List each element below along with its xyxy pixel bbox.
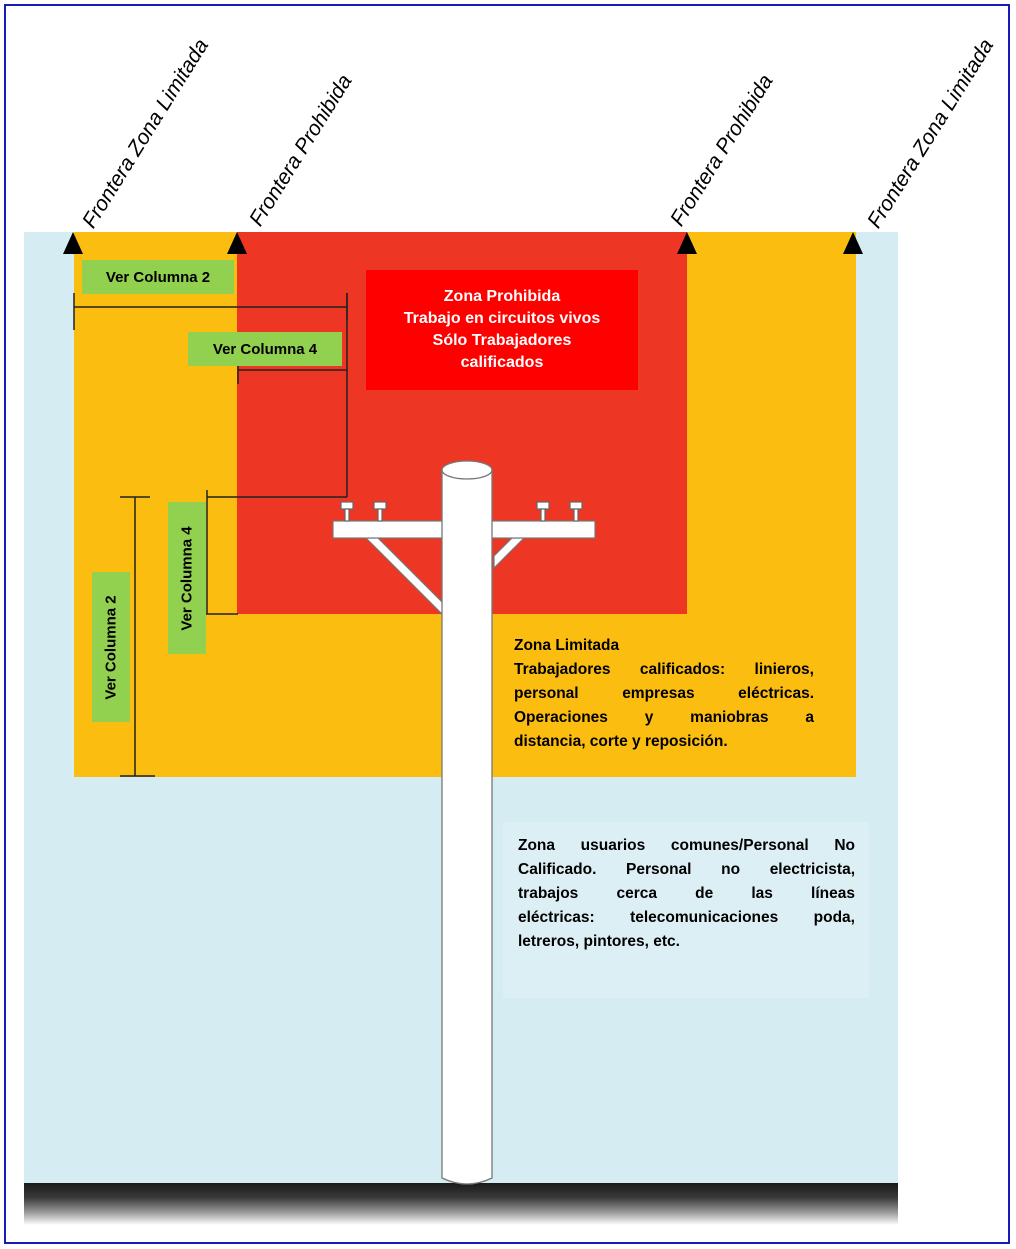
insulator <box>536 501 550 522</box>
pole-top <box>441 460 493 480</box>
dimension-label-col4-side: Ver Columna 4 <box>168 502 206 654</box>
limited-zone-line: Operaciones y maniobras a <box>514 709 814 726</box>
limited-zone-text-panel <box>505 627 825 754</box>
common-zone-line: Zona usuarios comunes/Personal No <box>518 837 855 854</box>
limited-zone-description: Zona Limitada Trabajadores calificados: … <box>514 634 814 754</box>
dimension-lines <box>73 293 348 777</box>
dimension-label-col2-top: Ver Columna 2 <box>82 260 234 294</box>
prohibited-zone-line: Zona Prohibida <box>443 288 561 305</box>
pole <box>441 469 493 1185</box>
boundary-markers <box>63 232 863 254</box>
insulator <box>340 501 354 522</box>
insulator <box>373 501 387 522</box>
limited-zone-title: Zona Limitada <box>514 637 620 654</box>
insulators <box>340 501 583 522</box>
insulator <box>569 501 583 522</box>
prohibited-zone-line: Sólo Trabajadores <box>432 332 572 349</box>
common-zone-text-panel <box>503 822 869 998</box>
ground <box>24 1183 898 1225</box>
dimension-label-col4-top: Ver Columna 4 <box>188 332 342 366</box>
right-prohibited-marker <box>677 232 697 254</box>
utility-pole <box>332 460 596 1185</box>
common-zone-line: Calificado. Personal no electricista, <box>518 861 855 878</box>
limited-zone-line: distancia, corte y reposición. <box>514 733 728 750</box>
diagram-frame <box>4 4 1010 1244</box>
common-zone-description: Zona usuarios comunes/Personal No Califi… <box>518 834 855 954</box>
common-zone-line: trabajos cerca de las líneas <box>518 885 855 902</box>
right-limited-marker <box>843 232 863 254</box>
left-limited-marker <box>63 232 83 254</box>
common-zone-line: letreros, pintores, etc. <box>518 933 680 950</box>
prohibited-zone-line: calificados <box>460 354 544 371</box>
limited-zone-line: Trabajadores calificados: linieros, <box>514 661 814 678</box>
prohibited-zone-label: Zona Prohibida Trabajo en circuitos vivo… <box>366 270 638 390</box>
common-zone-line: eléctricas: telecomunicaciones poda, <box>518 909 855 926</box>
left-prohibited-marker <box>227 232 247 254</box>
prohibited-zone-line: Trabajo en circuitos vivos <box>403 310 601 327</box>
limited-zone-line: personal empresas eléctricas. <box>514 685 814 702</box>
dimension-label-col2-side: Ver Columna 2 <box>92 572 130 722</box>
